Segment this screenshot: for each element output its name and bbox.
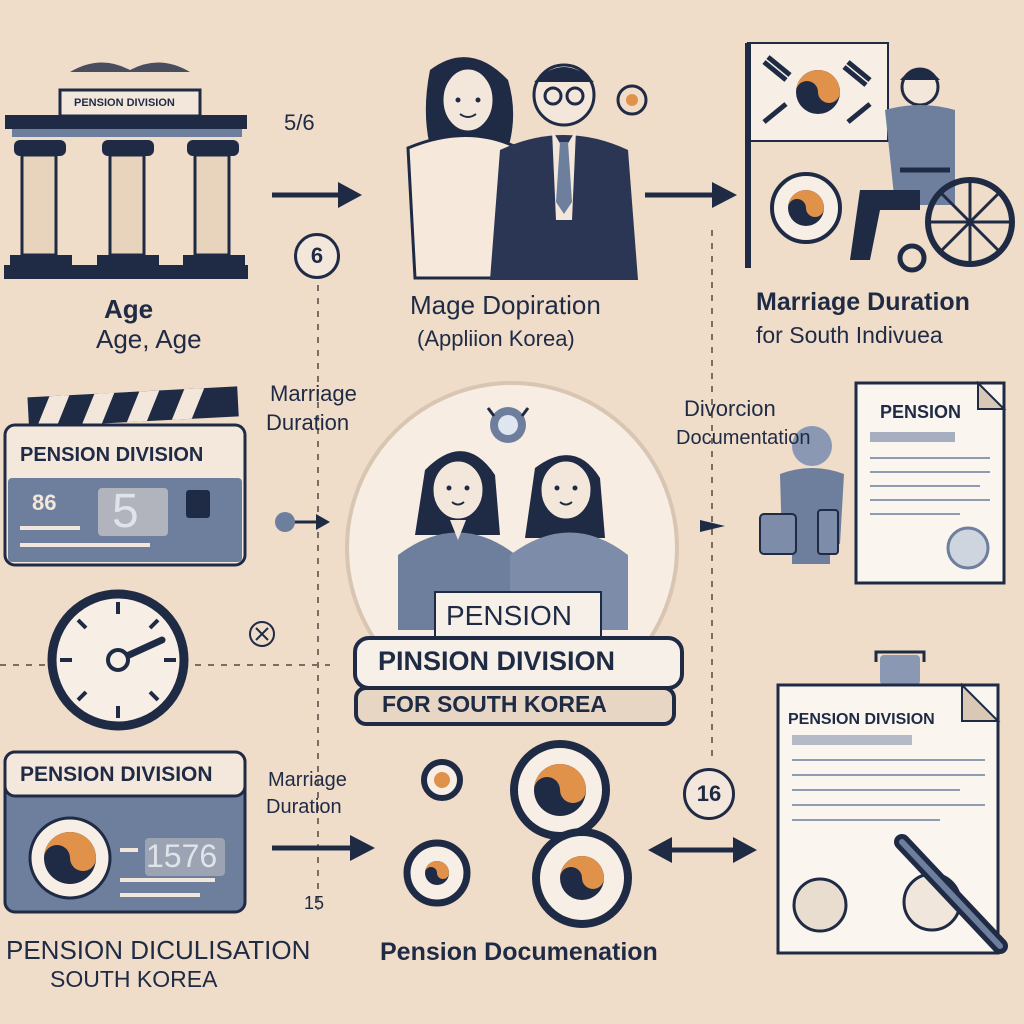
side-label-line2: Duration [266,796,342,818]
arrow-icon [272,835,375,861]
pension-building-icon [4,62,248,279]
marriage-duration-label: Mage Dopiration [410,290,601,320]
korean-flag-icon [745,42,889,268]
coin-icon [510,740,610,840]
step-badge: 6 [294,233,340,279]
banner-main-text: PINSION DIVISION [378,646,616,676]
double-arrow-icon [648,837,757,863]
small-number: 15 [304,893,325,913]
small-arrow-icon [700,520,725,532]
coin-icon [532,828,632,928]
divorce-label-line2: Documentation [676,427,811,449]
card-number: 5 [112,485,139,538]
small-arrow-icon [275,512,330,532]
central-illustration [345,381,684,726]
card-number: 1576 [146,838,218,874]
document-title: PENSION DIVISION [788,711,935,728]
step-badge: 16 [683,768,735,820]
age-label: Age [104,294,154,324]
emblem-icon [616,84,648,116]
card-code: 86 [32,490,57,515]
arrow-icon [645,182,737,208]
person-with-bag-icon [759,426,844,564]
side-label-line2: Duration [266,410,350,435]
clock-icon [47,589,189,731]
pen-icon [894,834,1008,954]
side-label-line1: Marriage [268,769,347,791]
document-title: PENSION [880,402,962,422]
card-title: PENSION DIVISION [20,763,213,786]
signed-document-icon [776,650,1008,955]
coin-icon [421,759,463,801]
clapper-card-icon [3,386,247,567]
coin-icon [403,839,471,907]
couple-icon [406,57,638,280]
marriage-duration-sublabel: (Appliion Korea) [417,326,575,351]
small-tag-icon [249,621,275,647]
marriage-duration-caption: for South Indivuea [756,322,943,348]
step-number: 5/6 [284,110,315,135]
banner-sub-text: FOR SOUTH KOREA [382,691,607,717]
wheelchair-person-icon [850,67,1015,273]
banner-top-text: PENSION [446,600,573,631]
marriage-duration-title: Marriage Duration [756,288,970,316]
bottom-left-caption: PENSION DICULISATION [6,935,311,965]
bottom-left-subcaption: SOUTH KOREA [50,966,218,992]
card-title: PENSION DIVISION [20,444,204,466]
side-label-line1: Marriage [270,381,357,406]
age-sublabel: Age, Age [96,324,202,354]
pension-document-icon [854,380,1007,585]
emblem-icon [770,172,842,244]
arrow-icon [272,182,362,208]
divorce-label-line1: Divorcion [684,396,776,421]
pension-card-icon [3,750,247,914]
pension-documentation-caption: Pension Documenation [380,938,658,966]
building-sign-text: PENSION DIVISION [74,97,175,109]
